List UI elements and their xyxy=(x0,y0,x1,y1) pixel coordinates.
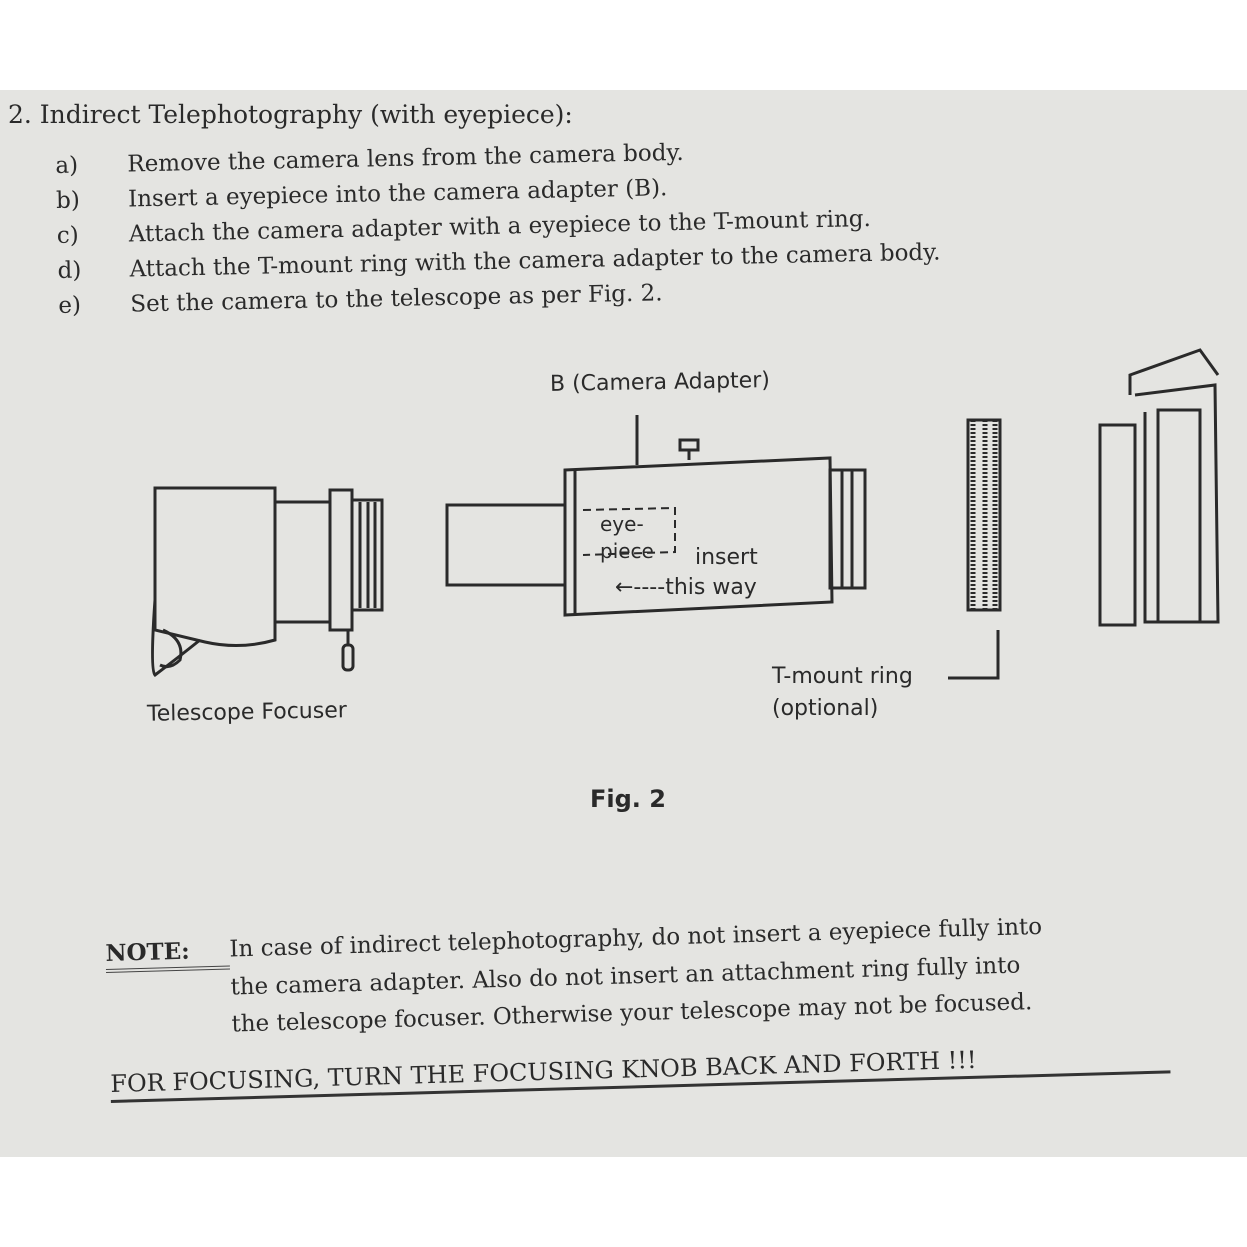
camera-adapter-drawing xyxy=(445,415,867,617)
step-letter: a) xyxy=(55,152,79,179)
focuser-label: Telescope Focuser xyxy=(146,698,348,727)
adapter-label: B (Camera Adapter) xyxy=(549,368,771,397)
telescope-focuser-drawing xyxy=(151,486,384,677)
eyepiece-label-2: piece xyxy=(600,539,654,563)
step-text: Set the camera to the telescope as per F… xyxy=(130,279,663,317)
this-way-label: ←----this way xyxy=(615,575,757,600)
fig2-diagram xyxy=(151,348,1220,680)
figure-caption: Fig. 2 xyxy=(590,785,666,813)
camera-body-drawing xyxy=(1098,348,1220,627)
t-mount-ring-drawing xyxy=(948,418,1002,680)
tmount-label-2: (optional) xyxy=(772,696,879,721)
step-letter: e) xyxy=(58,291,82,319)
section-heading: 2. Indirect Telephotography (with eyepie… xyxy=(8,100,573,129)
note-label: NOTE: xyxy=(105,931,231,973)
step-letter: b) xyxy=(55,186,81,214)
eyepiece-label-1: eye- xyxy=(600,512,644,536)
step-letter: d) xyxy=(57,256,82,284)
paper-sheet xyxy=(0,90,1247,1157)
tmount-label-1: T-mount ring xyxy=(772,664,913,689)
steps-list: a)Remove the camera lens from the camera… xyxy=(55,130,941,323)
step-letter: c) xyxy=(56,222,79,249)
insert-label: insert xyxy=(695,545,758,570)
